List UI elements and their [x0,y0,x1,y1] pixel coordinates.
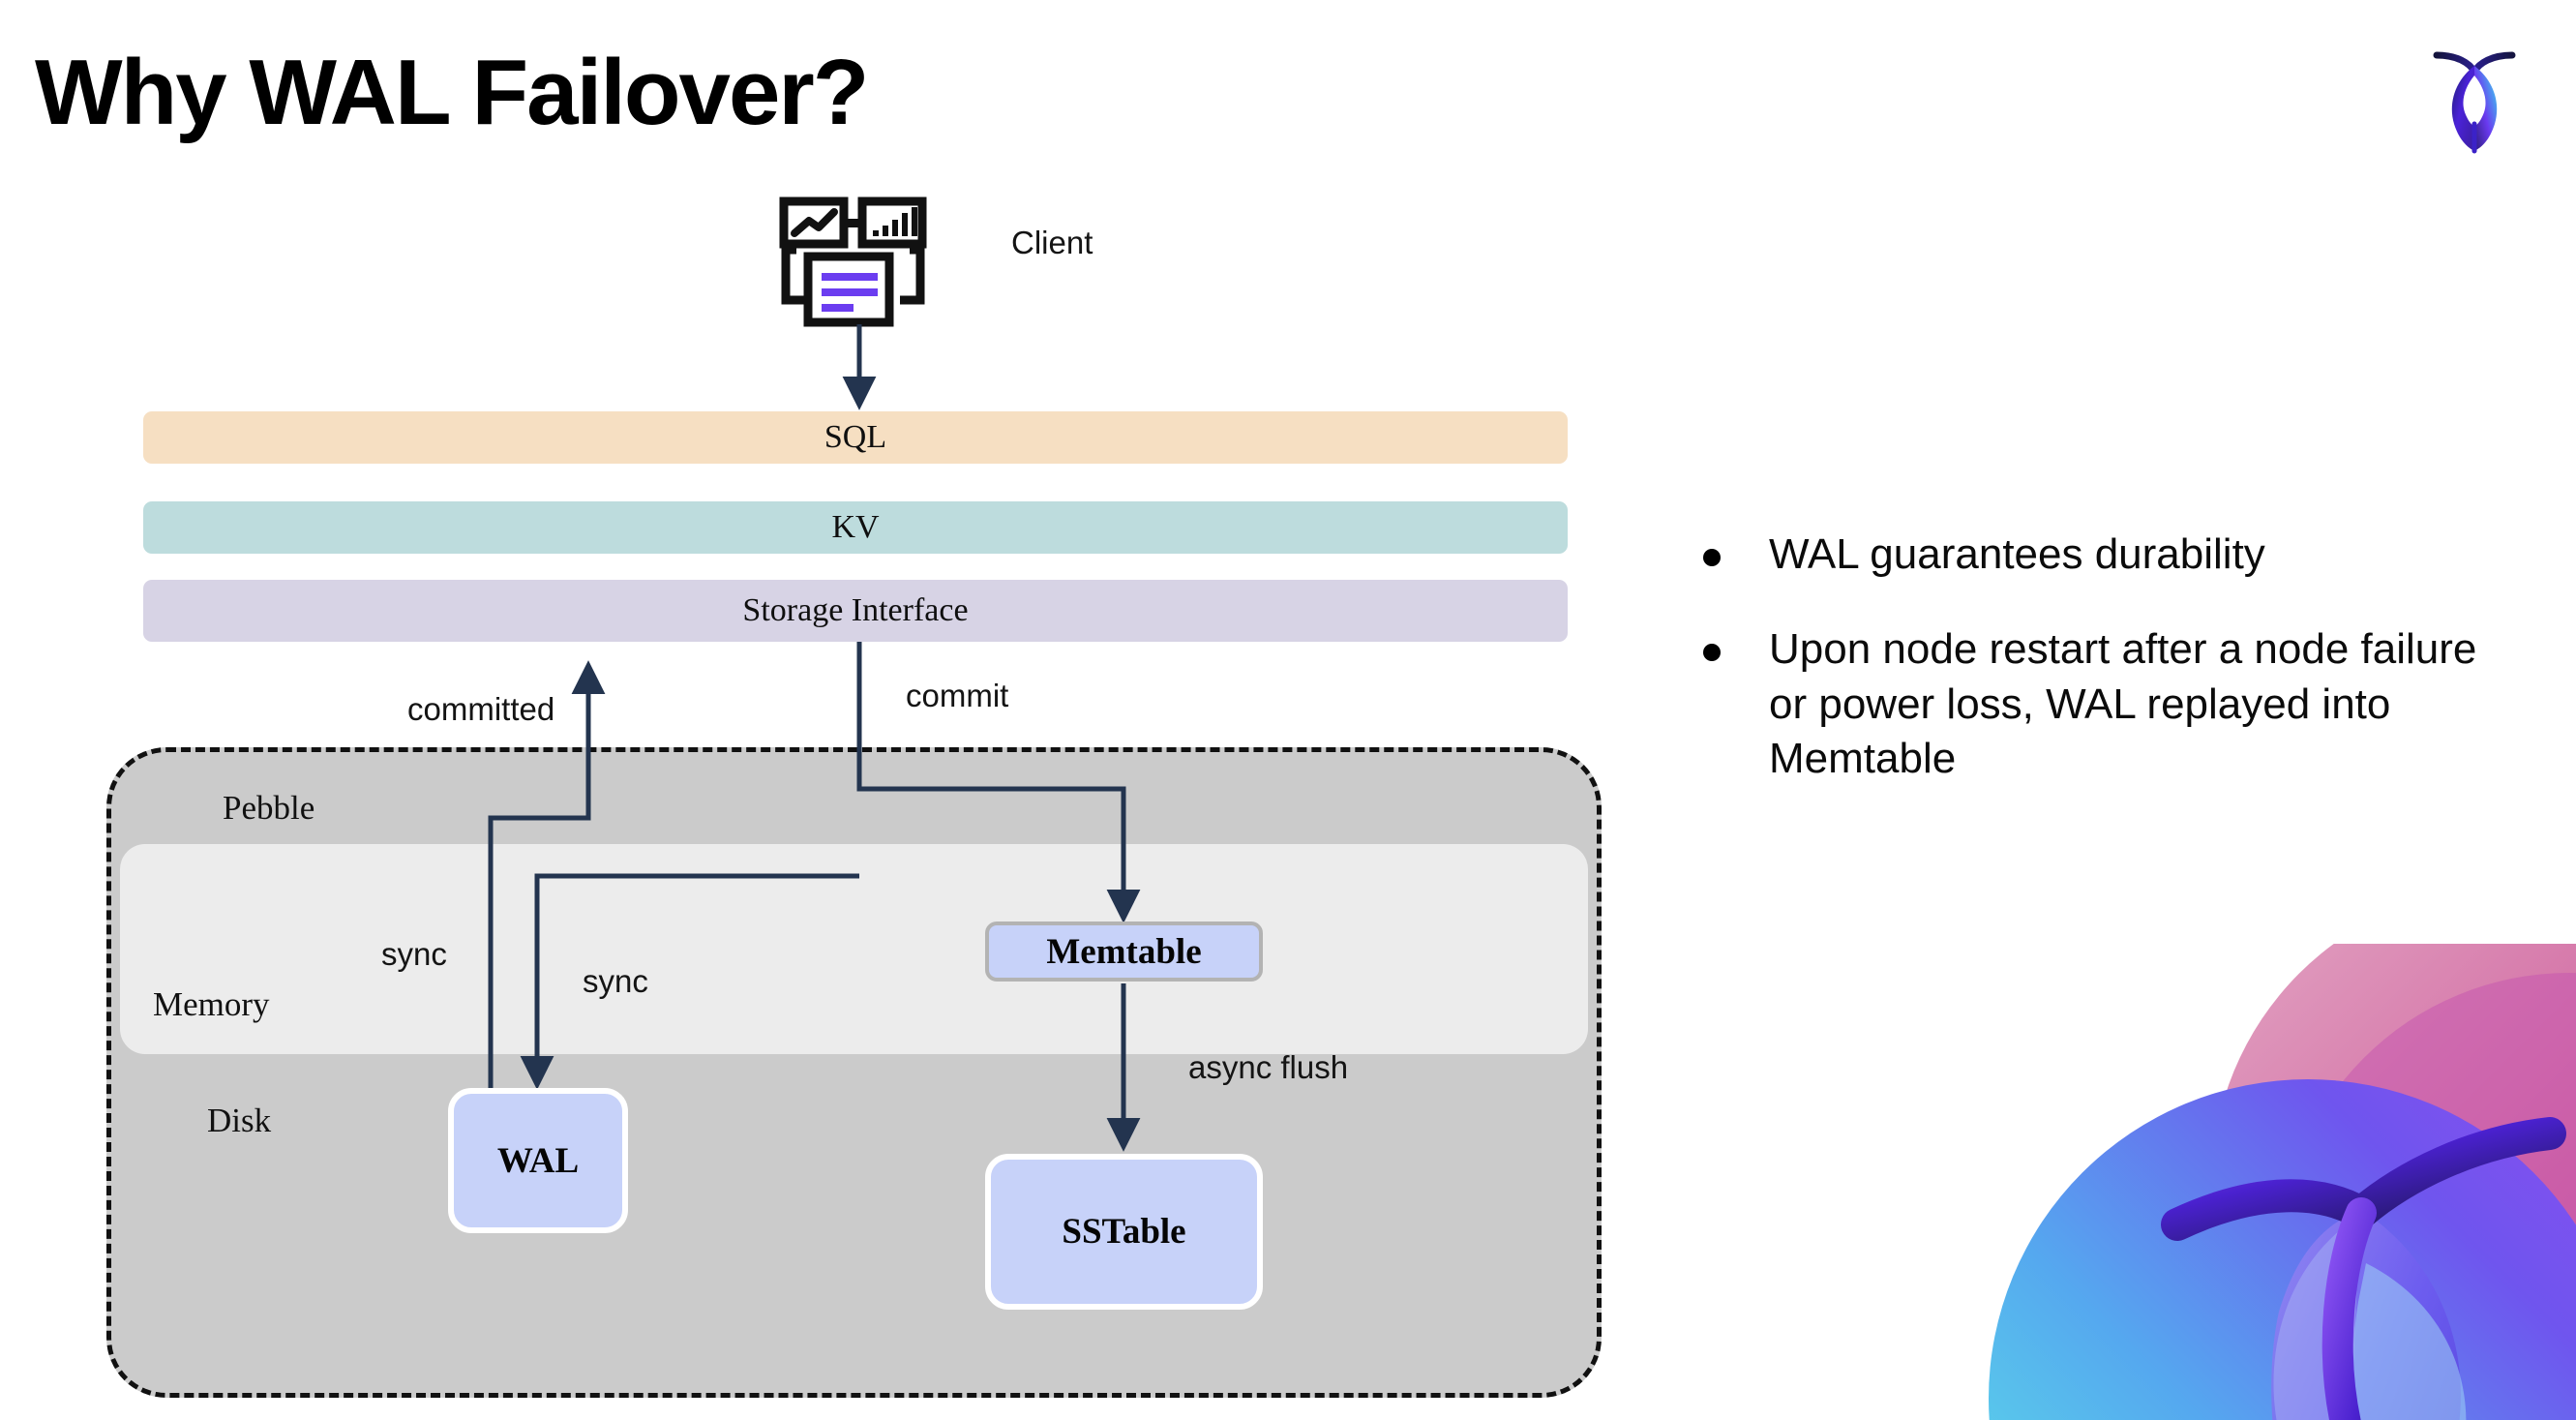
memory-label: Memory [153,985,270,1023]
bullet-text: WAL guarantees durability [1769,530,2265,578]
layer-bar-kv-label: KV [831,509,880,545]
bullet-text: Upon node restart after a node failure o… [1769,625,2477,782]
layer-bar-storage-label: Storage Interface [742,592,969,628]
edge-label-commit: commit [906,678,1009,713]
cockroachdb-watermark-art [1989,944,2576,1420]
entity-sstable-label: SSTable [1062,1212,1186,1252]
bullet-list: WAL guarantees durability Upon node rest… [1703,528,2506,827]
layer-bar-sql-label: SQL [824,419,887,455]
cockroachdb-logo [2411,31,2537,157]
entity-memtable: Memtable [985,921,1263,982]
entity-sstable: SSTable [985,1154,1263,1310]
edge-label-sync-left: sync [381,936,447,972]
bullet-dot-icon [1703,644,1721,662]
pebble-label: Pebble [223,789,315,827]
client-dashboard-icon [772,194,927,339]
layer-bar-sql: SQL [143,411,1568,464]
list-item: WAL guarantees durability [1703,528,2506,582]
list-item: Upon node restart after a node failure o… [1703,622,2506,786]
edge-label-async-flush: async flush [1188,1049,1349,1085]
entity-wal: WAL [448,1088,628,1233]
layer-bar-kv: KV [143,501,1568,554]
entity-memtable-label: Memtable [1046,931,1202,972]
page-title: Why WAL Failover? [35,41,869,144]
bullet-dot-icon [1703,549,1721,566]
memory-region [120,844,1588,1054]
edge-label-sync-right: sync [583,963,648,999]
disk-label: Disk [207,1102,272,1139]
edge-label-committed: committed [407,691,555,727]
entity-wal-label: WAL [496,1140,580,1181]
layer-bar-storage-interface: Storage Interface [143,580,1568,642]
client-label: Client [1011,225,1093,260]
